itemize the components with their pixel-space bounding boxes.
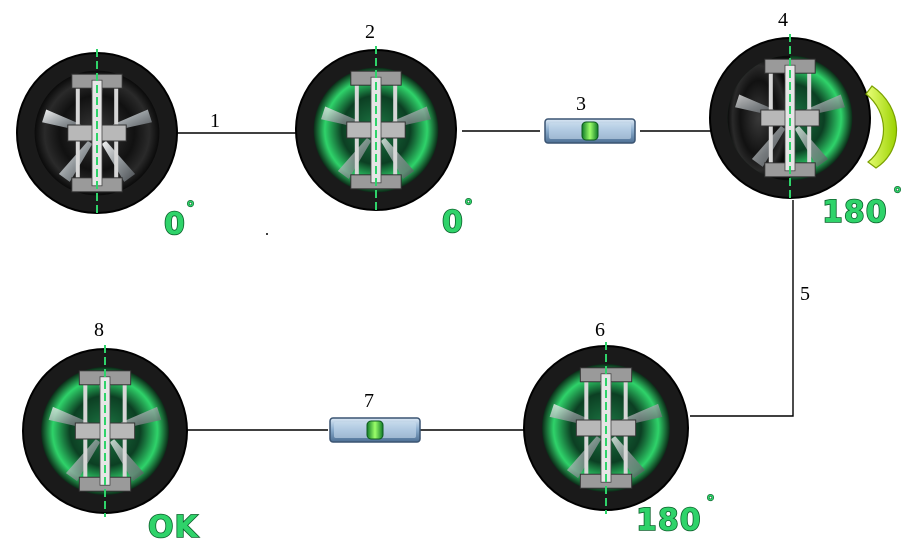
rim-spoke <box>380 137 415 179</box>
rim-spoke <box>337 137 372 179</box>
wheel-step-4 <box>709 34 871 202</box>
degree-mark-4: ° <box>893 184 902 205</box>
angle-label-6: 180 <box>636 503 702 538</box>
status-label-8: OK <box>148 510 200 545</box>
angle-label-4: 180 <box>822 195 888 230</box>
step-number-5: 5 <box>800 283 810 305</box>
wheel-step-6 <box>523 342 689 514</box>
connector-5 <box>690 200 794 417</box>
step-number-8: 8 <box>94 319 104 341</box>
wheel-step-8 <box>22 345 188 517</box>
level-3 <box>544 118 636 144</box>
rim-spoke <box>751 125 786 167</box>
rim-spoke <box>109 439 145 482</box>
step-number-1: 1 <box>210 110 220 132</box>
rim-spoke <box>610 436 646 479</box>
rim-spoke <box>566 436 602 479</box>
step-number-6: 6 <box>595 319 605 341</box>
rim-spoke <box>58 140 93 182</box>
step-number-4: 4 <box>778 9 788 31</box>
wheel-step-2 <box>295 46 457 214</box>
wheel-dark-half <box>727 55 790 181</box>
step-number-2: 2 <box>365 21 375 43</box>
connectors <box>176 130 794 431</box>
angle-label-start: 0 <box>164 207 186 242</box>
degree-mark-start: ° <box>186 198 195 219</box>
rim-spoke <box>794 125 829 167</box>
rim-spoke <box>65 439 101 482</box>
level-7 <box>329 417 421 443</box>
degree-mark-6: ° <box>706 492 715 513</box>
step-number-7: 7 <box>364 390 374 412</box>
degree-mark-2: ° <box>464 196 473 217</box>
angle-label-2: 0 <box>442 205 464 240</box>
wheel-start <box>16 49 178 217</box>
rim-spoke <box>101 140 136 182</box>
rotation-arrow-icon <box>865 85 898 169</box>
step-number-3: 3 <box>576 93 586 115</box>
dot <box>266 233 268 235</box>
